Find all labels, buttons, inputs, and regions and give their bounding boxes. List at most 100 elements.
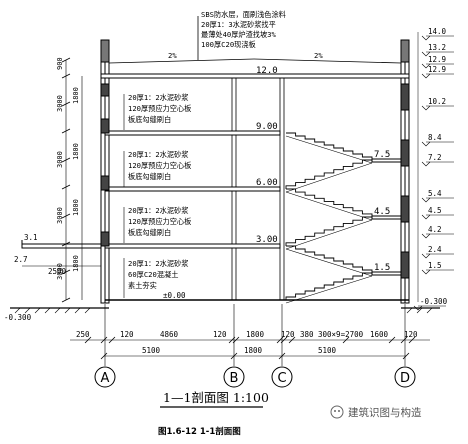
window-d-4 (400, 83, 410, 111)
floor-note-1-line-1: 20厚1：2水泥砂浆 (128, 93, 188, 102)
level-2nd: 3.00 (256, 235, 278, 245)
right-level-4: 12.9 (428, 65, 446, 74)
level-3rd: 6.00 (256, 178, 278, 188)
bottom-tick-1 (84, 336, 92, 344)
landing-1 (371, 271, 402, 276)
right-level-10: 4.2 (428, 225, 442, 234)
inner-levels: 12.0 9.00 6.00 3.00 7.5 4.5 1.5 (256, 66, 390, 273)
window-d-1 (400, 251, 410, 279)
axis-dim-3: 5100 (318, 346, 337, 355)
canopy-width: 2500 (48, 267, 67, 276)
stair-stringer-4 (285, 191, 373, 221)
ground-note-2: 60厚C20混凝土 (128, 270, 178, 279)
left-levels: 3.1 2.7 -0.300 2500 (4, 233, 101, 322)
bottom-dim-6: 120 (281, 330, 295, 339)
ground-hatch-left (14, 307, 91, 314)
bottom-dim-2: 120 (120, 330, 134, 339)
bottom-dim-7: 380 (300, 330, 314, 339)
axis-bubble-a (94, 366, 116, 388)
roof-finish (108, 58, 255, 64)
left-dim-tick-4 (61, 184, 71, 190)
floor-slab-3 (104, 186, 281, 192)
window-a-1 (100, 231, 110, 247)
axis-dim-2: 1800 (244, 346, 263, 355)
stair-stringer-2 (285, 248, 373, 277)
axis-label-b: B (230, 371, 239, 386)
floor-note-3-line-3: 板底勾缝刷白 (128, 228, 171, 237)
bottom-tick-9 (342, 336, 350, 344)
left-dim-tick-3 (61, 128, 71, 134)
right-level-5: 10.2 (428, 97, 446, 106)
axis-dim-tick-1 (100, 352, 108, 360)
stair-flight-1 (285, 272, 372, 300)
level-mark-5 (421, 105, 431, 111)
left-dim-tick-5 (61, 241, 71, 247)
axis-bubble-b (223, 366, 245, 388)
left-dim-tick-1 (61, 57, 71, 63)
left-dimensions (65, 60, 83, 300)
level-mark-13 (413, 305, 423, 311)
right-level-6: 8.4 (428, 133, 442, 142)
floor-slab-4 (104, 130, 281, 136)
window-a-4 (100, 83, 110, 97)
left-dim-tick-8 (61, 157, 71, 163)
bottom-dim-1: 250 (76, 330, 90, 339)
right-level-9: 4.5 (428, 206, 442, 215)
bottom-tick-12 (408, 336, 416, 344)
stair-stringer-1 (285, 275, 373, 304)
level-mark-8 (421, 197, 431, 203)
left-vdim-8: 3000 (56, 263, 64, 280)
right-level-7: 7.2 (428, 153, 442, 162)
bottom-dim-9: 1600 (370, 330, 389, 339)
bottom-tick-2 (100, 336, 108, 344)
axis-dim-1: 5100 (142, 346, 161, 355)
axis-label-d: D (400, 371, 410, 386)
roof-slope-right: 2% (314, 51, 323, 60)
window-a-2 (100, 175, 110, 191)
floor-note-2-line-1: 20厚1：2水泥砂浆 (128, 150, 188, 159)
bottom-tick-11 (400, 336, 408, 344)
level-mark-3 (421, 63, 431, 69)
roof-slope-left: 2% (168, 51, 177, 60)
right-levels: 14.013.212.912.910.28.47.25.44.54.22.41.… (413, 27, 454, 311)
left-ground-level: -0.300 (4, 313, 32, 322)
parapet-d (400, 39, 410, 63)
roof-notes: SBS防水层，面刷浅色涂料 20厚1：3水泥砂浆找平 最薄处40厚炉渣找坡3% … (168, 10, 323, 60)
watermark-text: 建筑识图与构造 (348, 406, 422, 419)
right-level-12: 1.5 (428, 261, 442, 270)
left-vdim-3: 1800 (72, 87, 80, 104)
bottom-tick-8 (288, 336, 296, 344)
window-a-3 (100, 118, 110, 134)
canopy-level-top: 3.1 (24, 233, 38, 242)
level-roof: 12.0 (256, 66, 278, 76)
left-dim-tick-9 (61, 213, 71, 219)
roof-finish-right (253, 58, 402, 64)
stair-flight-4 (286, 188, 373, 217)
ground-level-label: ±0.00 (163, 291, 186, 300)
stair-stringer-6 (285, 135, 373, 164)
axis-bubble-d (394, 366, 416, 388)
floor-note-2-line-2: 120厚预应力空心板 (128, 161, 191, 170)
floor-note-3-line-2: 120厚预应力空心板 (128, 217, 191, 226)
left-vdim-5: 1800 (72, 143, 80, 160)
axis-dims: 5100 1800 5100 (100, 346, 410, 360)
axis-label-c: C (277, 371, 286, 386)
axis-bubble-c (271, 366, 293, 388)
floor-note-3-line-1: 20厚1：2水泥砂浆 (128, 206, 188, 215)
left-dim-tick-2 (61, 73, 71, 79)
parapet-a (100, 39, 110, 63)
level-mark-1 (421, 35, 431, 41)
level-4th: 9.00 (256, 122, 278, 132)
left-vdim-9: 1800 (72, 255, 80, 272)
wechat-icon-dot (334, 410, 336, 412)
stair-level-3: 1.5 (374, 263, 390, 273)
right-level-1: 14.0 (428, 27, 447, 36)
wechat-icon (330, 405, 344, 419)
level-mark-12 (421, 269, 431, 275)
roof-note-1: SBS防水层，面刷浅色涂料 (201, 10, 286, 19)
bottom-dim-3: 4860 (160, 330, 179, 339)
